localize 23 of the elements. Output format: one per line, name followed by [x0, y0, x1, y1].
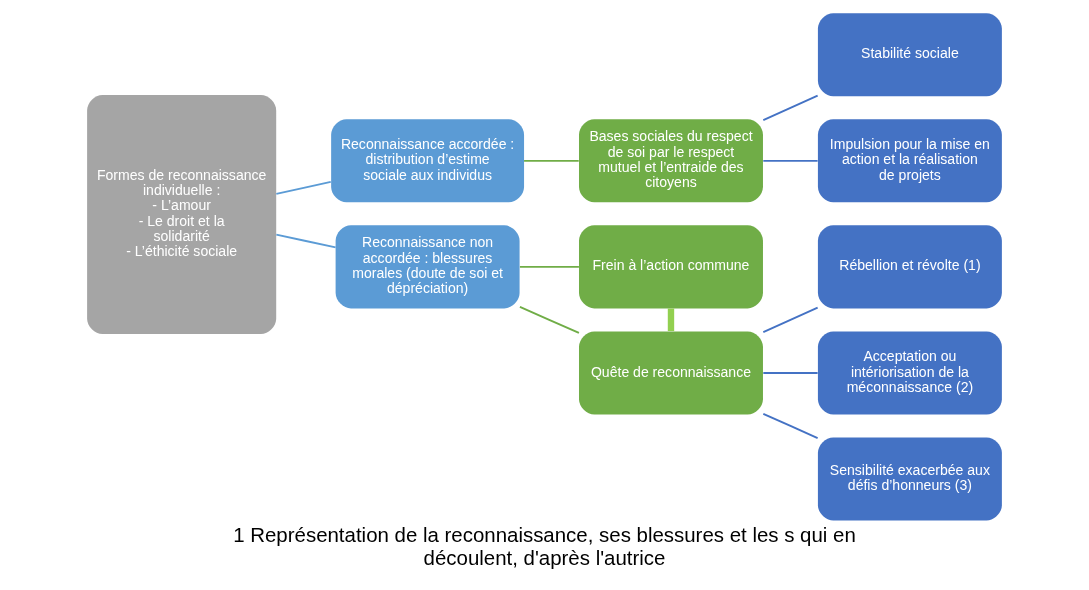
node-box: Frein à l’action commune — [579, 225, 763, 309]
connector — [762, 306, 819, 334]
connector — [275, 180, 332, 195]
connector — [762, 159, 819, 162]
node-box: Formes de reconnaissance individuelle : - L’amour - Le droit et la solidarité - L’éthicité sociale — [87, 95, 277, 334]
node-box: Acceptation ou intériorisation de la méconnaissance (2) — [817, 331, 1002, 415]
node-box: Quête de reconnaissance — [579, 331, 763, 415]
node-box: Reconnaissance non accordée : blessures morales (doute de soi et dépréciation) — [335, 225, 520, 309]
caption: 1 Représentation de la reconnaissance, ses blessures et les s qui en découlent, d'après l'autrice — [233, 522, 856, 569]
connector — [762, 94, 819, 121]
node-box: Impulsion pour la mise en action et la réalisation de projets — [817, 119, 1002, 203]
connector — [667, 308, 675, 332]
node-box: Rébellion et révolte (1) — [817, 225, 1002, 309]
connector — [275, 233, 337, 249]
connector — [762, 372, 819, 374]
node-box: Bases sociales du respect de soi par le respect mutuel et l’entraide des citoyens — [579, 119, 763, 203]
connector — [523, 159, 580, 162]
connector — [518, 265, 580, 268]
node-box: Reconnaissance accordée : distribution d’estime sociale aux individus — [331, 119, 525, 203]
node-box: Sensibilité exacerbée aux défis d’honneurs (3) — [817, 437, 1002, 521]
connector — [518, 306, 580, 334]
connector — [762, 412, 819, 440]
node-box: Stabilité sociale — [817, 13, 1002, 97]
